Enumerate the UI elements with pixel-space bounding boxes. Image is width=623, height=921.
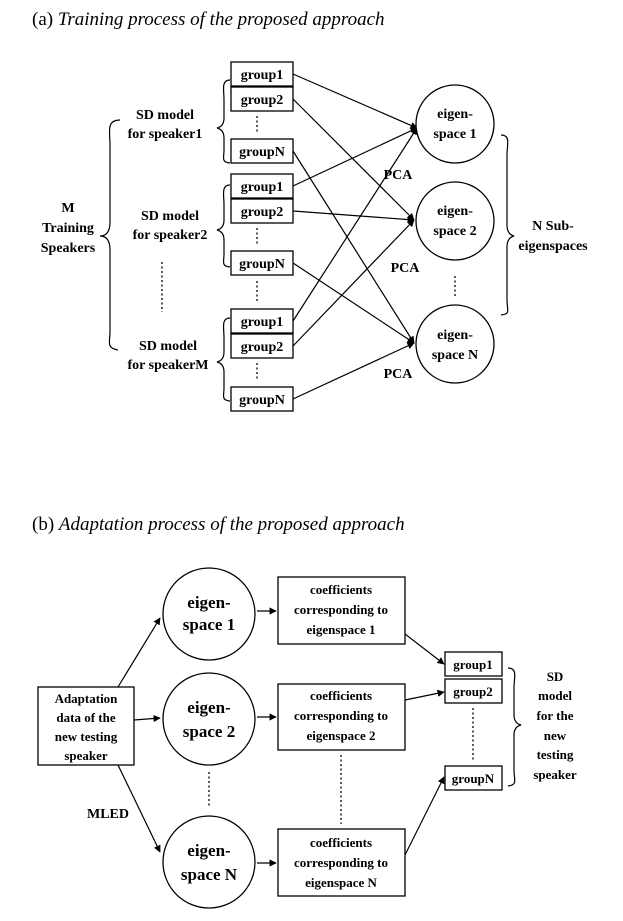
svg-text:groupN: groupN xyxy=(239,393,285,408)
eigenspace-circle-1: eigen- space 1 xyxy=(415,84,495,164)
n-sub-line-2: eigenspaces xyxy=(518,239,588,254)
svg-text:coefficients: coefficients xyxy=(310,835,372,850)
m-label-line-3: Speakers xyxy=(41,241,96,256)
svg-text:speaker: speaker xyxy=(64,748,108,763)
svg-text:eigenspace 1: eigenspace 1 xyxy=(307,622,376,637)
sd-model-line-2: model xyxy=(538,688,572,703)
arrow-to-group1 xyxy=(404,633,445,665)
svg-text:space N: space N xyxy=(432,348,478,363)
speaker1-brace xyxy=(216,79,231,164)
sub-eigenspaces-brace xyxy=(500,134,515,316)
pca-label-2: PCA xyxy=(391,261,421,276)
eigenspace-circle-2: eigen- space 2 xyxy=(415,181,495,261)
sd-model-m-line-2: for speakerM xyxy=(128,358,209,373)
svg-text:groupN: groupN xyxy=(452,771,495,786)
m-label-line-2: Training xyxy=(42,221,94,236)
svg-text:eigen-: eigen- xyxy=(437,328,473,343)
svg-text:group1: group1 xyxy=(241,68,284,83)
sd-model-line-4: new xyxy=(544,728,567,743)
group-box: group1 xyxy=(444,651,503,677)
group-box: group1 xyxy=(230,173,294,199)
svg-text:group2: group2 xyxy=(241,93,284,108)
svg-text:group1: group1 xyxy=(241,315,284,330)
eigenspace-circle-2: eigen- space 2 xyxy=(162,672,256,766)
speakerm-brace xyxy=(216,317,231,402)
svg-text:new testing: new testing xyxy=(55,729,118,744)
sd-model-line-5: testing xyxy=(537,747,574,762)
group-box: group1 xyxy=(230,308,294,334)
group-box: groupN xyxy=(444,765,503,791)
arrow-to-eigenspace-2 xyxy=(133,714,161,723)
svg-text:corresponding to: corresponding to xyxy=(294,602,388,617)
svg-text:corresponding to: corresponding to xyxy=(294,855,388,870)
svg-text:coefficients: coefficients xyxy=(310,582,372,597)
eigenspace-circle-n: eigen- space N xyxy=(162,815,256,909)
sd-model-m-line-1: SD model xyxy=(139,339,197,354)
part-a-title: (a) Training process of the proposed app… xyxy=(32,9,385,30)
group-box: group2 xyxy=(230,333,294,359)
sd-model-1-line-1: SD model xyxy=(136,108,194,123)
group-box: groupN xyxy=(230,138,294,164)
group-box: groupN xyxy=(230,250,294,276)
svg-text:group2: group2 xyxy=(453,684,493,699)
group-box: groupN xyxy=(230,386,294,412)
pca-label-3: PCA xyxy=(384,367,414,382)
pca-connections xyxy=(292,73,418,400)
svg-text:Adaptation: Adaptation xyxy=(55,691,119,706)
sd-model-line-1: SD xyxy=(547,669,564,684)
part-b-title: (b) Adaptation process of the proposed a… xyxy=(32,514,405,535)
group-box: group1 xyxy=(230,61,294,87)
svg-text:eigenspace N: eigenspace N xyxy=(305,875,377,890)
group-box: group2 xyxy=(230,86,294,112)
coefficients-box-2: coefficients corresponding to eigenspace… xyxy=(277,683,406,751)
svg-text:coefficients: coefficients xyxy=(310,688,372,703)
group-box: group2 xyxy=(444,678,503,704)
svg-text:group1: group1 xyxy=(453,657,493,672)
adaptation-data-box: Adaptation data of the new testing speak… xyxy=(37,686,135,766)
sd-model-brace xyxy=(507,667,522,787)
svg-text:data of the: data of the xyxy=(56,710,115,725)
mled-label: MLED xyxy=(87,807,129,822)
arrow-to-eigenspace-1 xyxy=(117,617,161,688)
coefficients-box-n: coefficients corresponding to eigenspace… xyxy=(277,828,406,897)
svg-text:eigen-: eigen- xyxy=(437,107,473,122)
sd-model-line-3: for the xyxy=(537,708,574,723)
svg-text:eigen-: eigen- xyxy=(187,698,231,717)
sd-model-2-line-1: SD model xyxy=(141,209,199,224)
coefficients-box-1: coefficients corresponding to eigenspace… xyxy=(277,576,406,645)
svg-text:group2: group2 xyxy=(241,340,284,355)
sd-model-2-line-2: for speaker2 xyxy=(133,228,208,243)
sd-model-1-line-2: for speaker1 xyxy=(128,127,203,142)
svg-text:space 2: space 2 xyxy=(433,224,476,239)
group-box: group2 xyxy=(230,198,294,224)
svg-text:group2: group2 xyxy=(241,205,284,220)
svg-text:groupN: groupN xyxy=(239,145,285,160)
arrow-to-eigenspace-n xyxy=(117,764,161,853)
eigenspace-circle-n: eigen- space N xyxy=(415,304,495,384)
svg-text:space 1: space 1 xyxy=(183,615,235,634)
svg-text:eigen-: eigen- xyxy=(187,593,231,612)
svg-text:eigen-: eigen- xyxy=(437,204,473,219)
svg-text:groupN: groupN xyxy=(239,257,285,272)
svg-text:eigenspace 2: eigenspace 2 xyxy=(307,728,376,743)
svg-text:corresponding to: corresponding to xyxy=(294,708,388,723)
eigenspace-circle-1: eigen- space 1 xyxy=(162,567,256,661)
sd-model-line-6: speaker xyxy=(533,767,577,782)
speaker2-brace xyxy=(216,184,231,268)
m-label-line-1: M xyxy=(61,201,74,216)
pca-label-1: PCA xyxy=(384,168,414,183)
arrow-to-groupn xyxy=(404,776,445,856)
svg-text:group1: group1 xyxy=(241,180,284,195)
training-speakers-brace xyxy=(99,119,121,351)
arrow-to-group2 xyxy=(404,689,445,701)
n-sub-line-1: N Sub- xyxy=(532,219,574,234)
svg-text:eigen-: eigen- xyxy=(187,841,231,860)
svg-text:space 1: space 1 xyxy=(433,127,476,142)
svg-text:space N: space N xyxy=(181,865,238,884)
svg-text:space 2: space 2 xyxy=(183,722,235,741)
